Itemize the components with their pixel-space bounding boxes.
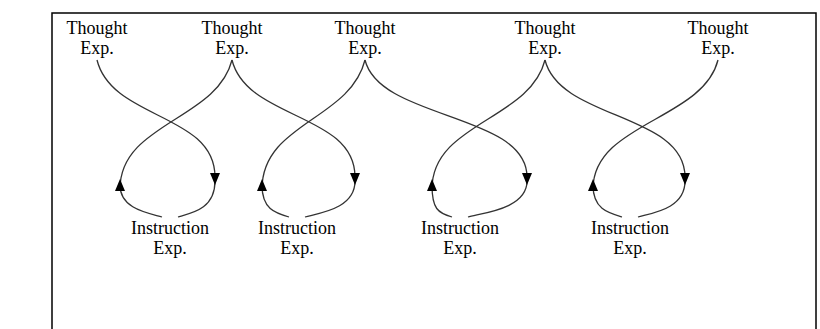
node-label: Thought Exp. <box>59 18 135 58</box>
node-label: Instruction Exp. <box>413 218 507 258</box>
connector-line <box>305 181 355 217</box>
node-label: Thought Exp. <box>680 18 756 58</box>
arrow-head <box>257 179 267 191</box>
connector-line <box>262 60 365 189</box>
text-node: Instruction Exp. <box>413 218 507 258</box>
connector-line <box>120 60 232 189</box>
node-label: Thought Exp. <box>327 18 403 58</box>
frame-rect <box>52 13 816 329</box>
connector-line <box>545 60 685 177</box>
arrow-head <box>588 179 598 191</box>
arrow-head <box>115 179 125 191</box>
curved-arrow <box>365 60 532 217</box>
arrow-head <box>210 173 220 185</box>
arrow-head <box>522 173 532 185</box>
text-node: Thought Exp. <box>507 18 583 58</box>
text-node: Instruction Exp. <box>250 218 344 258</box>
connector-line <box>120 185 162 217</box>
curved-arrow <box>257 60 365 217</box>
connector-line <box>178 181 215 217</box>
curved-arrow <box>115 60 232 217</box>
node-label: Instruction Exp. <box>123 218 217 258</box>
curved-arrow <box>427 60 545 217</box>
text-node: Instruction Exp. <box>583 218 677 258</box>
curved-arrow <box>232 60 360 217</box>
connector-line <box>468 181 527 217</box>
arrow-head <box>680 173 690 185</box>
arrow-head <box>350 173 360 185</box>
connector-line <box>432 60 545 189</box>
text-node: Thought Exp. <box>194 18 270 58</box>
connector-line <box>365 60 527 177</box>
arrow-head <box>427 179 437 191</box>
connector-line <box>232 60 355 177</box>
connector-line <box>97 60 215 177</box>
node-label: Thought Exp. <box>507 18 583 58</box>
curved-arrow <box>97 60 220 217</box>
text-node: Thought Exp. <box>59 18 135 58</box>
node-label: Instruction Exp. <box>250 218 344 258</box>
connector-line <box>593 60 718 189</box>
curved-arrow <box>588 60 718 217</box>
connector-line <box>638 181 685 217</box>
curved-arrow <box>545 60 690 217</box>
node-label: Thought Exp. <box>194 18 270 58</box>
text-node: Instruction Exp. <box>123 218 217 258</box>
node-label: Instruction Exp. <box>583 218 677 258</box>
text-node: Thought Exp. <box>680 18 756 58</box>
text-node: Thought Exp. <box>327 18 403 58</box>
